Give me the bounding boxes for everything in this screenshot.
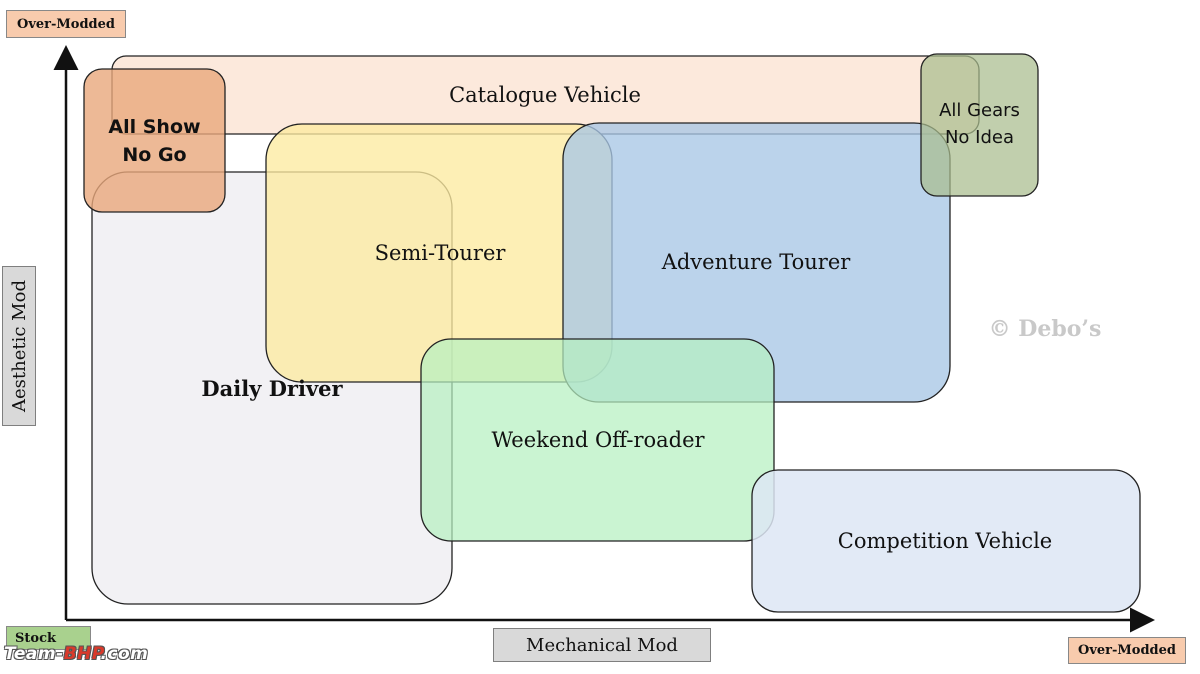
label-catalogue-vehicle: Catalogue Vehicle	[449, 83, 641, 107]
tag-top-left-over-modded: Over-Modded	[6, 10, 126, 38]
label-semi-tourer: Semi-Tourer	[374, 241, 506, 265]
watermark-suffix: .com	[100, 644, 149, 664]
watermark-prefix: Team-	[4, 644, 64, 664]
watermark-brand: BHP	[63, 644, 101, 664]
label-all-show-no-go: All Show No Go	[108, 116, 201, 166]
copyright-text: © Debo’s	[988, 316, 1102, 342]
zone-competition-vehicle	[751, 469, 1141, 613]
zone-all-show-no-go	[83, 68, 226, 213]
team-bhp-watermark-logo: Team-BHP.com	[4, 644, 194, 668]
tag-bottom-right-over-modded: Over-Modded	[1068, 637, 1186, 664]
label-all-gears-no-idea: All Gears No Idea	[939, 100, 1020, 148]
label-competition-vehicle: Competition Vehicle	[837, 529, 1053, 553]
zone-all-gears-no-idea	[920, 53, 1039, 197]
tag-bottom-left-stock: Stock	[6, 626, 91, 650]
label-daily-driver: Daily Driver	[201, 375, 343, 401]
label-adventure-tourer: Adventure Tourer	[661, 250, 851, 274]
x-axis-title: Mechanical Mod	[493, 628, 711, 662]
zone-weekend-off-roader	[420, 338, 775, 542]
y-axis-title: Aesthetic Mod	[2, 266, 36, 426]
label-weekend-off-roader: Weekend Off-roader	[491, 428, 705, 452]
